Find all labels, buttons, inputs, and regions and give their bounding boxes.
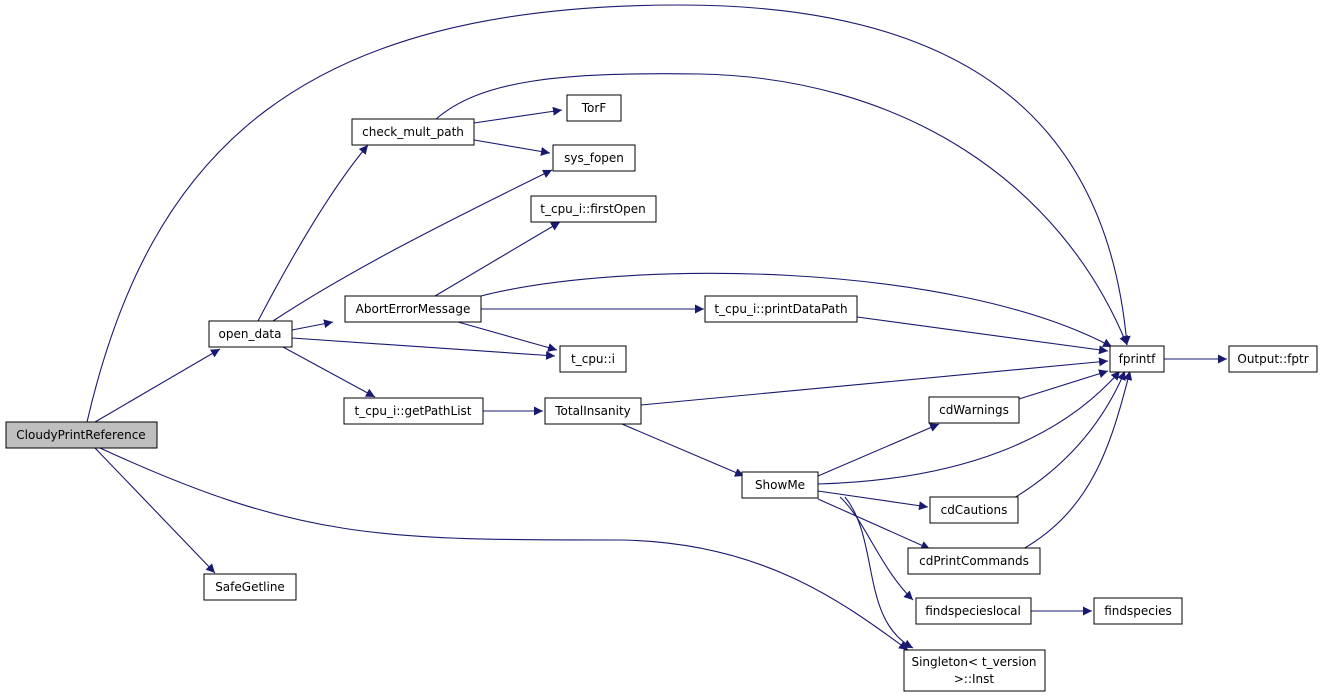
- node-box: [343, 397, 484, 425]
- node-label-line-1: Singleton< t_version: [911, 655, 1036, 669]
- node-box: [1109, 345, 1165, 373]
- edge-open-data-to-sys-fopen: [272, 169, 553, 322]
- edge-showme-to-cdwarnings: [817, 423, 940, 477]
- node-box: [741, 471, 819, 499]
- edge-aborterror-to-fprintf: [480, 272, 1113, 348]
- node-label: sys_fopen: [564, 151, 624, 165]
- node-fprintf[interactable]: fprintf: [1109, 345, 1165, 373]
- node-box: [5, 421, 158, 449]
- node-label: cdPrintCommands: [919, 554, 1029, 568]
- node-label: fprintf: [1119, 352, 1156, 366]
- node-label: TotalInsanity: [554, 404, 631, 418]
- edge-check-mult-path-to-sys-fopen: [473, 139, 551, 156]
- edge-cdwarnings-to-fprintf: [1018, 369, 1109, 400]
- node-box: [915, 597, 1032, 625]
- node-sys-fopen[interactable]: sys_fopen: [552, 144, 636, 172]
- edge-showme-to-singleton: [844, 496, 914, 649]
- node-box: [907, 547, 1041, 575]
- nodes-group: CloudyPrintReference open_data SafeGetli…: [5, 94, 1318, 692]
- node-cdprintcommands[interactable]: cdPrintCommands: [907, 547, 1041, 575]
- node-showme[interactable]: ShowMe: [741, 471, 819, 499]
- edge-showme-to-cdprintcommands: [817, 498, 931, 550]
- edge-check-mult-path-to-torf: [473, 106, 563, 124]
- node-label: findspecies: [1104, 604, 1172, 618]
- node-box: [928, 396, 1020, 424]
- node-label: open_data: [219, 327, 282, 341]
- node-check-mult-path[interactable]: check_mult_path: [351, 118, 475, 146]
- node-t-cpu-i-firstopen[interactable]: t_cpu_i::firstOpen: [530, 195, 657, 223]
- edges-group: [86, 4, 1227, 651]
- node-label: check_mult_path: [362, 125, 464, 139]
- node-t-cpu-i-printdatapath[interactable]: t_cpu_i::printDataPath: [704, 295, 858, 323]
- node-torf[interactable]: TorF: [566, 94, 622, 122]
- edge-aborterror-to-firstopen: [434, 221, 561, 297]
- node-label: Output::fptr: [1237, 352, 1308, 366]
- edge-cloudy-to-safegetline: [94, 447, 216, 574]
- edge-open-data-to-getpathlist: [282, 346, 376, 398]
- node-label: TorF: [581, 101, 607, 115]
- node-box: [208, 320, 293, 348]
- node-open-data[interactable]: open_data: [208, 320, 293, 348]
- node-singleton-t-version-inst[interactable]: Singleton< t_version >::Inst: [903, 649, 1046, 692]
- edge-showme-to-fprintf: [817, 370, 1121, 485]
- node-label: t_cpu_i::getPathList: [355, 404, 472, 418]
- node-box: [566, 94, 622, 122]
- node-box: [351, 118, 475, 146]
- node-t-cpu-i-getpathlist[interactable]: t_cpu_i::getPathList: [343, 397, 484, 425]
- edge-cloudy-to-singleton: [99, 447, 909, 651]
- node-box: [929, 496, 1019, 524]
- node-label: t_cpu_i::firstOpen: [540, 202, 645, 216]
- edge-open-data-to-aborterror: [291, 319, 334, 331]
- edge-cloudy-to-open-data: [94, 348, 221, 423]
- node-findspecies[interactable]: findspecies: [1093, 597, 1183, 625]
- node-findspecieslocal[interactable]: findspecieslocal: [915, 597, 1032, 625]
- node-box: [544, 397, 642, 425]
- node-cloudy-print-reference[interactable]: CloudyPrintReference: [5, 421, 158, 449]
- edge-aborterror-to-cpu-i: [457, 321, 558, 352]
- edge-cdprintcommands-to-fprintf: [1022, 370, 1133, 550]
- node-box: [704, 295, 858, 323]
- node-box: [1228, 345, 1318, 373]
- node-safegetline[interactable]: SafeGetline: [203, 573, 297, 601]
- node-label: t_cpu::i: [571, 352, 615, 366]
- edge-printdatapath-to-fprintf: [856, 316, 1109, 355]
- node-box: [552, 144, 636, 172]
- edge-showme-to-cdcautions: [817, 490, 929, 511]
- node-box: [903, 649, 1046, 692]
- node-box: [530, 195, 657, 223]
- node-label: CloudyPrintReference: [16, 428, 145, 442]
- edge-open-data-to-cpu-i: [291, 337, 556, 360]
- node-cdwarnings[interactable]: cdWarnings: [928, 396, 1020, 424]
- node-label-line-2: >::Inst: [954, 672, 995, 686]
- edge-showme-to-findspecieslocal: [839, 496, 914, 601]
- edge-cloudy-to-fprintf: [86, 4, 1131, 423]
- node-t-cpu-i[interactable]: t_cpu::i: [559, 345, 627, 373]
- node-label: cdWarnings: [939, 403, 1009, 417]
- node-output-fptr[interactable]: Output::fptr: [1228, 345, 1318, 373]
- edge-totalinsanity-to-showme: [621, 423, 745, 477]
- edge-check-mult-path-to-fprintf: [434, 73, 1128, 346]
- node-totalinsanity[interactable]: TotalInsanity: [544, 397, 642, 425]
- edge-totalinsanity-to-fprintf: [640, 357, 1109, 406]
- node-box: [1093, 597, 1183, 625]
- node-label: findspecieslocal: [925, 604, 1021, 618]
- node-cdcautions[interactable]: cdCautions: [929, 496, 1019, 524]
- edge-open-data-to-check-mult-path: [257, 144, 369, 322]
- node-label: SafeGetline: [215, 580, 285, 594]
- node-box: [559, 345, 627, 373]
- node-box: [344, 295, 482, 323]
- node-box: [203, 573, 297, 601]
- node-aborterrormessage[interactable]: AbortErrorMessage: [344, 295, 482, 323]
- node-label: ShowMe: [755, 478, 805, 492]
- edge-cdcautions-to-fprintf: [1013, 370, 1126, 499]
- node-label: AbortErrorMessage: [356, 302, 471, 316]
- node-label: cdCautions: [941, 503, 1008, 517]
- node-label: t_cpu_i::printDataPath: [714, 302, 847, 316]
